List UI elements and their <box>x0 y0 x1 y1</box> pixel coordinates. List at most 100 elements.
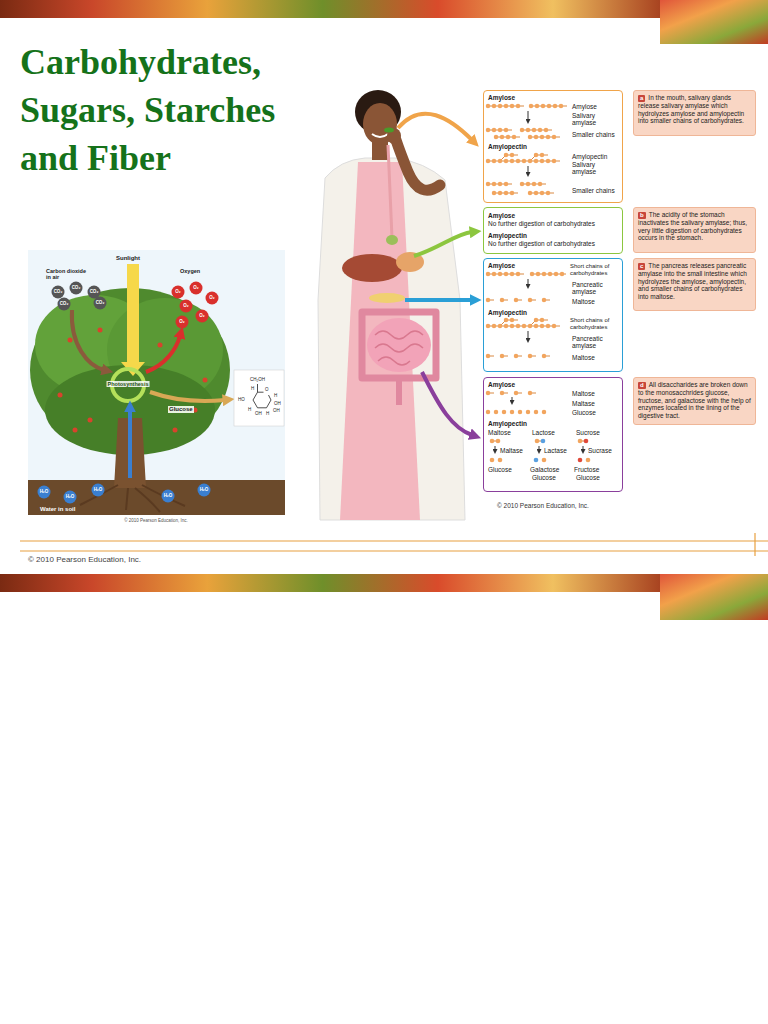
woman-digestive-figure-part <box>342 254 402 282</box>
starch-name: Amylopectin <box>488 143 527 150</box>
process-label: Maltose <box>572 390 595 397</box>
process-label: Short chains of carbohydrates <box>570 263 620 277</box>
atom-label: HO <box>238 397 245 402</box>
photosynthesis-tree-part-part <box>206 292 219 305</box>
starch-chains-part <box>535 439 540 444</box>
starch-chains-part <box>528 279 529 285</box>
woman-digestive-figure-part <box>414 232 472 256</box>
photosynthesis-tree-part-part <box>88 418 93 423</box>
callout-text: The pancreas releases pancreatic amylase… <box>638 262 747 300</box>
process-label: No further digestion of carbohydrates <box>488 240 595 247</box>
photosynthesis-tree-part-part <box>88 286 101 299</box>
callout-text: All disaccharides are broken down to the… <box>638 381 751 419</box>
molecule-label: CO₂ <box>60 301 69 306</box>
figure-label: Glucose <box>168 406 194 413</box>
photosynthesis-tree-part-part <box>92 484 105 497</box>
photosynthesis-tree-part-part <box>180 300 193 313</box>
process-label: Photosynthesis <box>107 381 150 387</box>
woman-digestive-figure-part <box>398 114 472 140</box>
starch-chains-part <box>583 446 584 450</box>
photosynthesis-tree-part <box>234 370 284 426</box>
photosynthesis-tree <box>28 250 285 515</box>
process-label: Salivary amylase <box>572 161 606 175</box>
digestion-panel: AmyloseShort chains of carbohydratesPanc… <box>483 258 623 372</box>
woman-digestive-figure-part <box>362 312 436 378</box>
photosynthesis-tree-part-part <box>203 378 208 383</box>
molecule-label: O₂ <box>209 295 215 300</box>
decor-bars-part <box>20 540 768 541</box>
callout-text: In the mouth, salivary glands release sa… <box>638 94 744 124</box>
starch-chains-part <box>496 439 501 444</box>
woman-digestive-figure-part <box>372 134 388 137</box>
photosynthesis-tree-part-part <box>176 316 189 329</box>
woman-digestive-figure-part <box>367 318 431 372</box>
photosynthesis-tree-part-part <box>98 328 103 333</box>
process-label: Salivary amylase <box>572 112 606 126</box>
callout-letter: d <box>638 382 646 389</box>
starch-name: Amylose <box>488 94 515 101</box>
process-label: Smaller chains <box>572 131 615 138</box>
molecule-label: H₂O <box>200 487 209 492</box>
starch-chains-part <box>490 439 495 444</box>
starch-chains-part <box>512 397 513 401</box>
callout-box: aIn the mouth, salivary glands release s… <box>633 90 756 136</box>
callout-text: The acidity of the stomach inactivates t… <box>638 211 747 241</box>
photosynthesis-tree-part-part <box>198 484 211 497</box>
photosynthesis-tree-part-part <box>172 286 185 299</box>
starch-name: Amylopectin <box>488 420 527 427</box>
photosynthesis-tree-part-part <box>68 338 73 343</box>
process-label: Glucose <box>532 474 556 481</box>
photosynthesis-tree-part-part <box>58 393 63 398</box>
process-label: Pancreatic amylase <box>572 281 608 295</box>
photosynthesis-tree-part <box>52 282 107 311</box>
digestion-panel: Amylose No further digestion of carbohydr… <box>483 207 623 254</box>
molecule-label: H₂O <box>94 487 103 492</box>
process-label: Amylose <box>572 103 597 110</box>
starch-name: Amylose <box>488 262 515 269</box>
process-label: Smaller chains <box>572 187 615 194</box>
callout-letter: a <box>638 95 645 102</box>
decor-bars-part <box>660 0 768 44</box>
figure-label: Water in soil <box>40 506 75 513</box>
process-label: Sucrose <box>576 429 600 436</box>
copyright-note: © 2010 Pearson Education, Inc. <box>497 502 589 509</box>
molecule-label: O₂ <box>193 285 199 290</box>
starch-chains-part <box>542 458 547 463</box>
photosynthesis-tree-part <box>38 484 211 504</box>
woman-digestive-figure-part <box>396 378 402 405</box>
photosynthesis-tree-part <box>28 250 285 515</box>
decor-bars-part <box>660 574 768 620</box>
photosynthesis-tree-part <box>146 336 180 372</box>
process-label: Maltase <box>572 400 595 407</box>
starch-name: Amylopectin <box>488 309 527 316</box>
molecule-label: H₂O <box>40 489 49 494</box>
photosynthesis-tree-part <box>80 485 185 512</box>
starch-chains-part <box>586 458 591 463</box>
molecule-label: CO₂ <box>90 289 99 294</box>
starch-chains-part <box>488 274 566 356</box>
photosynthesis-tree-part <box>257 384 258 392</box>
molecule-label: O₂ <box>175 289 181 294</box>
starch-name: Amylopectin <box>488 232 527 239</box>
callout-letter: b <box>638 212 646 219</box>
process-label: Glucose <box>576 474 600 481</box>
photosynthesis-tree-part <box>150 392 225 401</box>
process-label: Short chains of carbohydrates <box>570 317 620 331</box>
starch-chains-part <box>578 458 583 463</box>
photosynthesis-tree-part-part <box>73 428 78 433</box>
photosynthesis-tree-part-part <box>162 490 175 503</box>
molecule-label: O₂ <box>199 313 205 318</box>
photosynthesis-tree-part-part <box>190 282 203 295</box>
photosynthesis-tree-part-part <box>38 486 51 499</box>
photosynthesis-tree-part <box>127 264 139 362</box>
atom-label: OH <box>255 411 262 416</box>
atom-label: H <box>248 407 251 412</box>
starch-name: Amylose <box>488 212 515 219</box>
figure-label: Carbon dioxide in air <box>46 268 92 281</box>
starch-chains-part <box>528 331 529 339</box>
starch-chains-part <box>584 439 589 444</box>
starch-chains-part <box>488 410 552 415</box>
photosynthesis-tree-part <box>172 282 219 329</box>
callout-box: dAll disaccharides are broken down to th… <box>633 377 756 425</box>
molecule-label: H₂O <box>66 494 75 499</box>
